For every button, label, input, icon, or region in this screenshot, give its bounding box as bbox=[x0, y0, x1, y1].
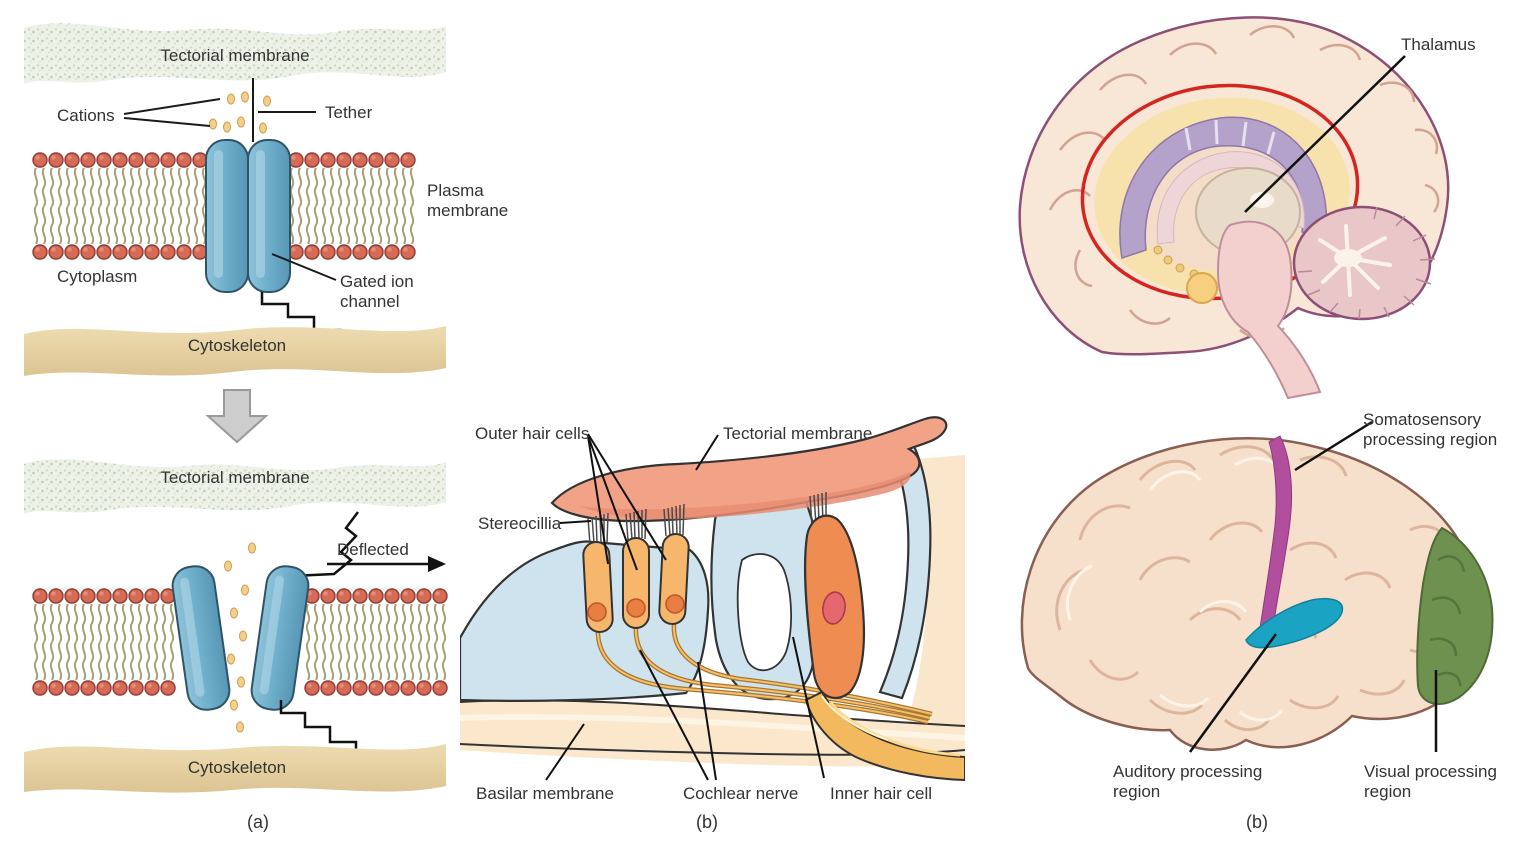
mammillary-body bbox=[1186, 272, 1218, 304]
caption-panel-a: (a) bbox=[247, 812, 269, 832]
label-cations: Cations bbox=[57, 106, 115, 125]
visual-region-gyri bbox=[1429, 555, 1466, 687]
cerebellum bbox=[1292, 205, 1436, 321]
label-deflected: Deflected bbox=[337, 540, 409, 559]
tether-zigzag-stretched bbox=[291, 511, 359, 578]
label-thalamus: Thalamus bbox=[1401, 35, 1476, 54]
caption-panel-b: (b) bbox=[696, 812, 718, 832]
right-peach-region bbox=[898, 455, 965, 752]
cation-dots-resting bbox=[209, 91, 271, 134]
ion-channel-open bbox=[171, 565, 310, 711]
tectorial-membrane-shade bbox=[580, 472, 911, 520]
label-visual-region: Visual processing region bbox=[1364, 762, 1497, 802]
lateral-gyri-highlights bbox=[1066, 456, 1284, 722]
label-inner-hair-cell: Inner hair cell bbox=[830, 784, 933, 803]
leader-lines-top bbox=[123, 98, 316, 127]
auditory-region-shape bbox=[1245, 597, 1344, 649]
label-stereocilia: Stereocillia bbox=[478, 514, 562, 533]
panel-a-hair-cell-mechanism: Tectorial membrane Cations Tether Plasma… bbox=[0, 0, 508, 864]
brainstem bbox=[1216, 220, 1322, 400]
label-cytoskeleton-bottom: Cytoskeleton bbox=[187, 758, 287, 777]
label-auditory-region: Auditory processing region bbox=[1113, 762, 1263, 802]
thalamus-leader bbox=[1244, 55, 1406, 213]
thalamus-highlight bbox=[1250, 192, 1274, 208]
label-tectorial-membrane-top: Tectorial membrane bbox=[160, 46, 310, 65]
label-cytoplasm: Cytoplasm bbox=[57, 267, 138, 286]
lateral-brain-artwork bbox=[1020, 420, 1494, 753]
label-basilar-membrane: Basilar membrane bbox=[476, 784, 614, 803]
hair-cell-mechanism-artwork bbox=[24, 23, 448, 793]
cation-dots-flowing bbox=[224, 542, 256, 733]
lipid-bilayer-bottom bbox=[32, 588, 448, 696]
label-tectorial-membrane-b: Tectorial membrane bbox=[723, 424, 873, 443]
panel-b-leader-lines bbox=[545, 433, 825, 781]
gated-channel-leader bbox=[271, 253, 337, 281]
label-cochlear-nerve: Cochlear nerve bbox=[683, 784, 799, 803]
label-tectorial-membrane-bottom: Tectorial membrane bbox=[160, 468, 310, 487]
panel-brain-lateral: Somatosensory processing region Auditory… bbox=[990, 400, 1536, 864]
inner-hair-cell-shape bbox=[804, 514, 866, 700]
tether-zigzag-bottom bbox=[279, 700, 358, 752]
sagittal-brain-artwork bbox=[1018, 16, 1450, 400]
lateral-leader-lines bbox=[1188, 420, 1438, 753]
cochlear-nerve-bundle bbox=[804, 690, 965, 782]
supporting-cells-right bbox=[878, 440, 932, 700]
state-transition-arrow bbox=[205, 389, 269, 444]
panel-b-organ-of-corti: Outer hair cells Tectorial membrane Ster… bbox=[460, 400, 965, 864]
cytoskeleton-band-top bbox=[24, 326, 446, 376]
tectorial-membrane-band-top bbox=[24, 23, 446, 84]
label-plasma-membrane: Plasma membrane bbox=[427, 181, 509, 221]
cerebrum-lateral bbox=[1020, 437, 1482, 751]
organ-of-corti-artwork bbox=[460, 416, 965, 782]
visual-region-shape bbox=[1416, 526, 1494, 705]
label-tether: Tether bbox=[325, 103, 373, 122]
deflected-arrow bbox=[327, 556, 446, 572]
stereocilia-lines bbox=[587, 492, 827, 545]
basilar-highlight bbox=[460, 713, 965, 741]
ion-channel-closed bbox=[205, 139, 291, 293]
tunnel-white-hole bbox=[736, 553, 792, 672]
outer-hair-cells-shapes bbox=[582, 533, 690, 633]
callosum-rungs bbox=[1184, 119, 1276, 155]
cytoskeleton-band-bottom bbox=[24, 744, 446, 793]
label-somatosensory-region: Somatosensory processing region bbox=[1363, 410, 1498, 450]
caption-panel-brain: (b) bbox=[1246, 812, 1268, 832]
panel-brain-sagittal: Thalamus bbox=[990, 0, 1536, 400]
label-outer-hair-cells: Outer hair cells bbox=[475, 424, 590, 443]
tectorial-membrane-band-bottom bbox=[24, 459, 446, 514]
label-cytoskeleton-top: Cytoskeleton bbox=[187, 336, 287, 355]
label-gated-ion-channel: Gated ion channel bbox=[340, 272, 414, 312]
lipid-bilayer-top bbox=[32, 152, 416, 260]
